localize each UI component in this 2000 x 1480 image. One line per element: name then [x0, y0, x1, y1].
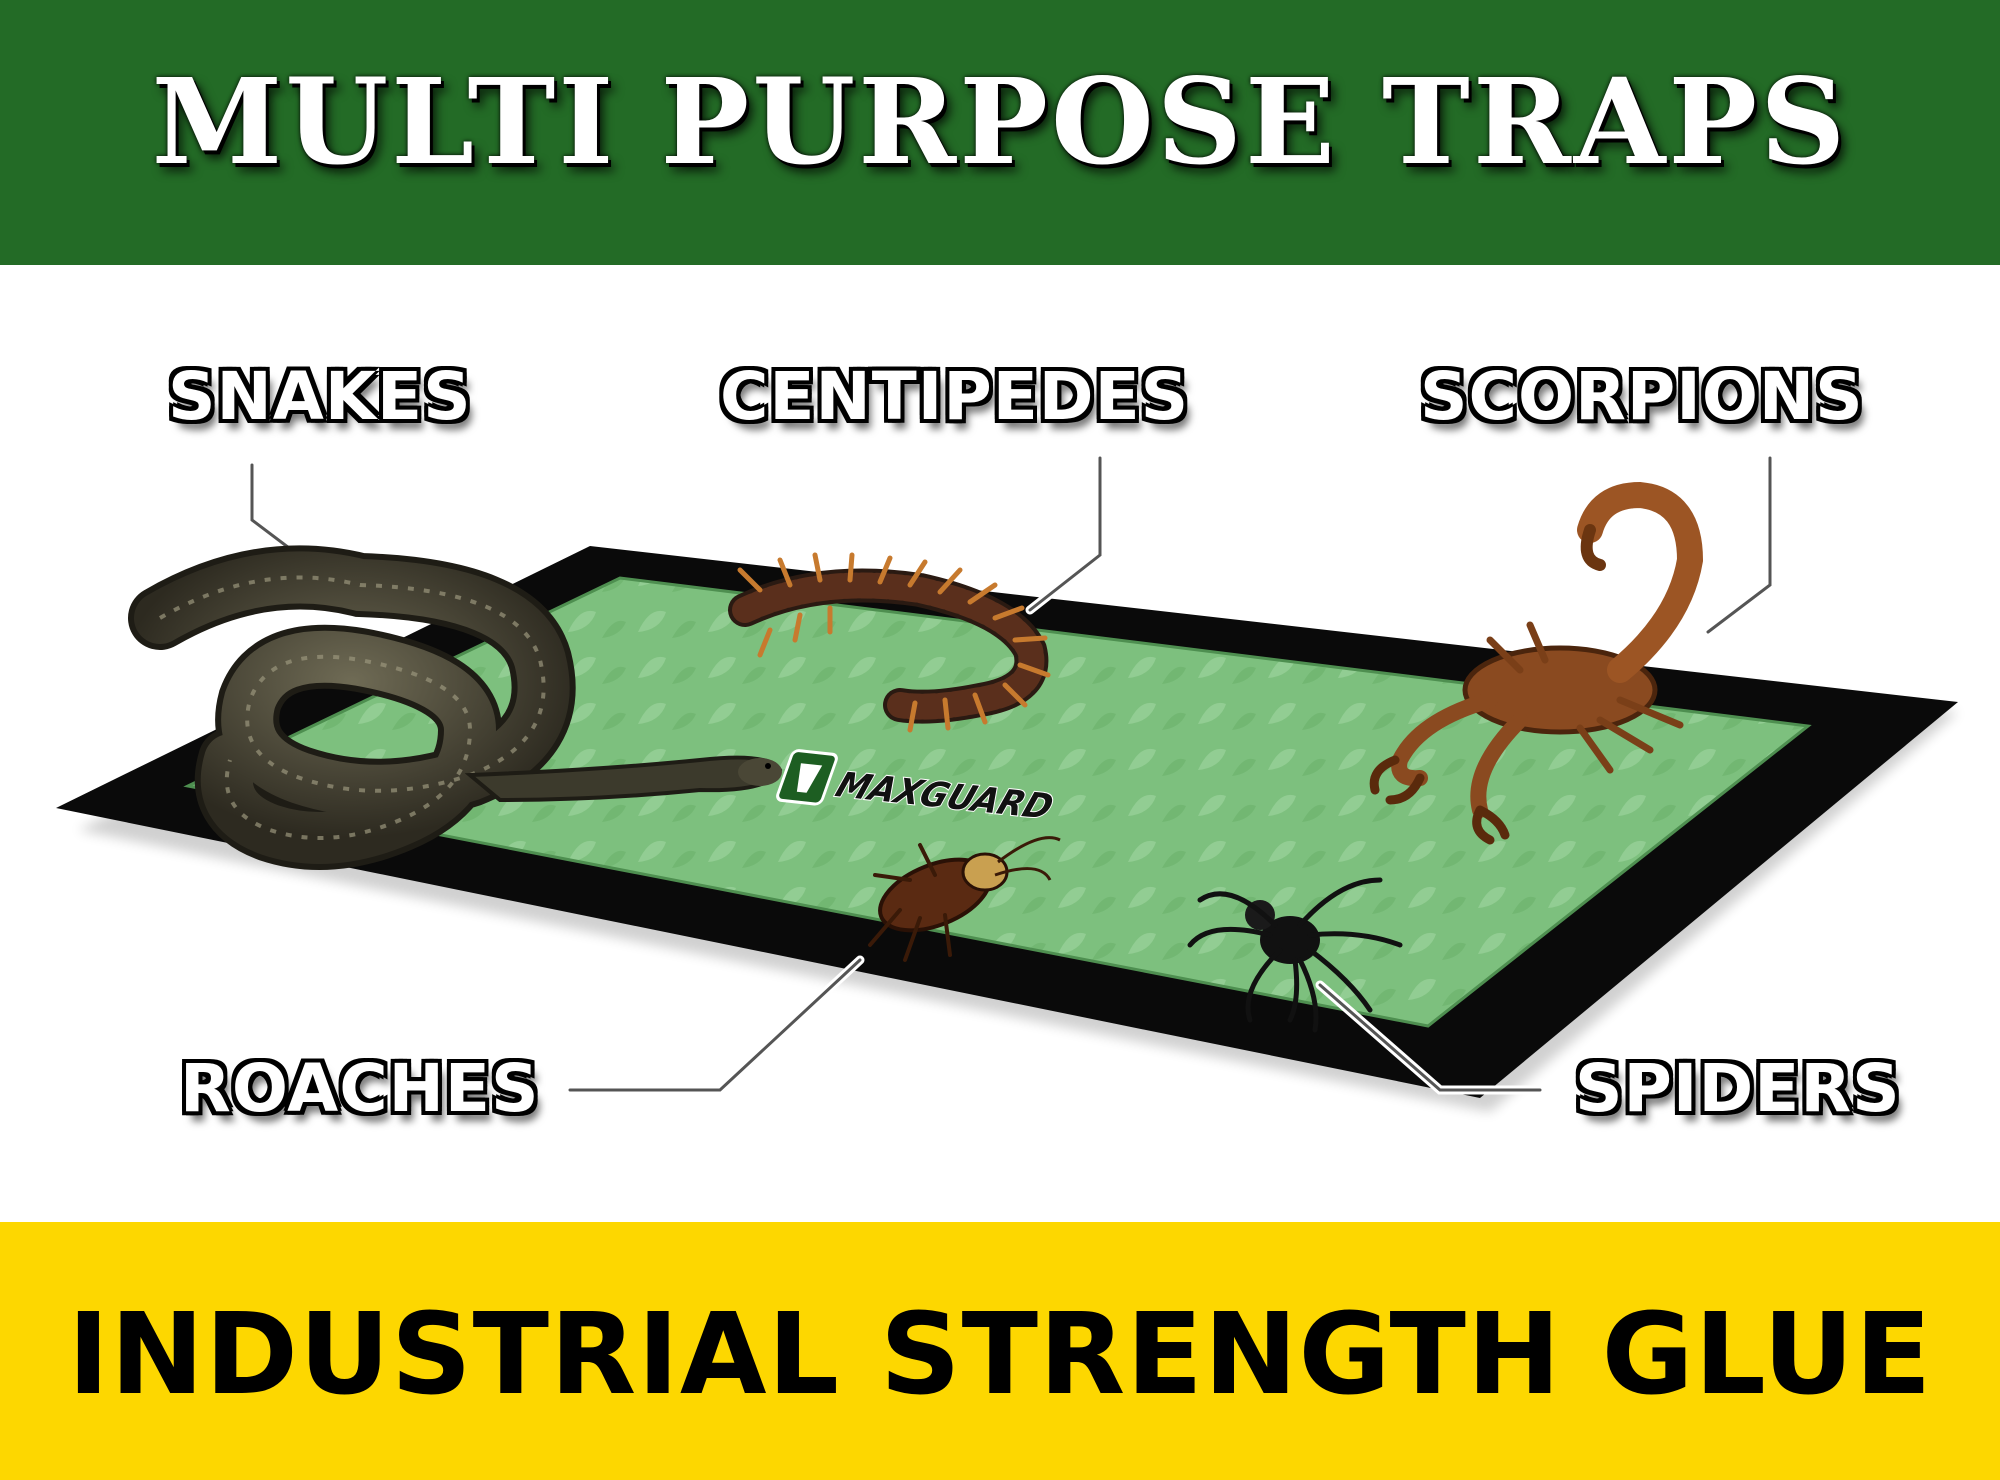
roach-icon [868, 836, 1061, 962]
callout-scorpions: SCORPIONS [1420, 358, 1864, 435]
callout-roaches: ROACHES [180, 1050, 540, 1127]
centipede-icon [728, 552, 1051, 733]
header-banner [0, 0, 2000, 265]
callout-snakes: SNAKES [168, 358, 472, 435]
snake-icon [128, 545, 783, 870]
page-title: MULTI PURPOSE TRAPS [151, 52, 1849, 191]
tagline: INDUSTRIAL STRENGTH GLUE [67, 1290, 1933, 1420]
footer-banner [0, 1222, 2000, 1480]
callout-spiders: SPIDERS [1575, 1050, 1901, 1127]
scorpion-icon [1369, 481, 1704, 845]
shield-icon [796, 763, 823, 793]
callout-centipedes: CENTIPEDES [720, 358, 1190, 435]
spider-icon [1187, 877, 1403, 1033]
